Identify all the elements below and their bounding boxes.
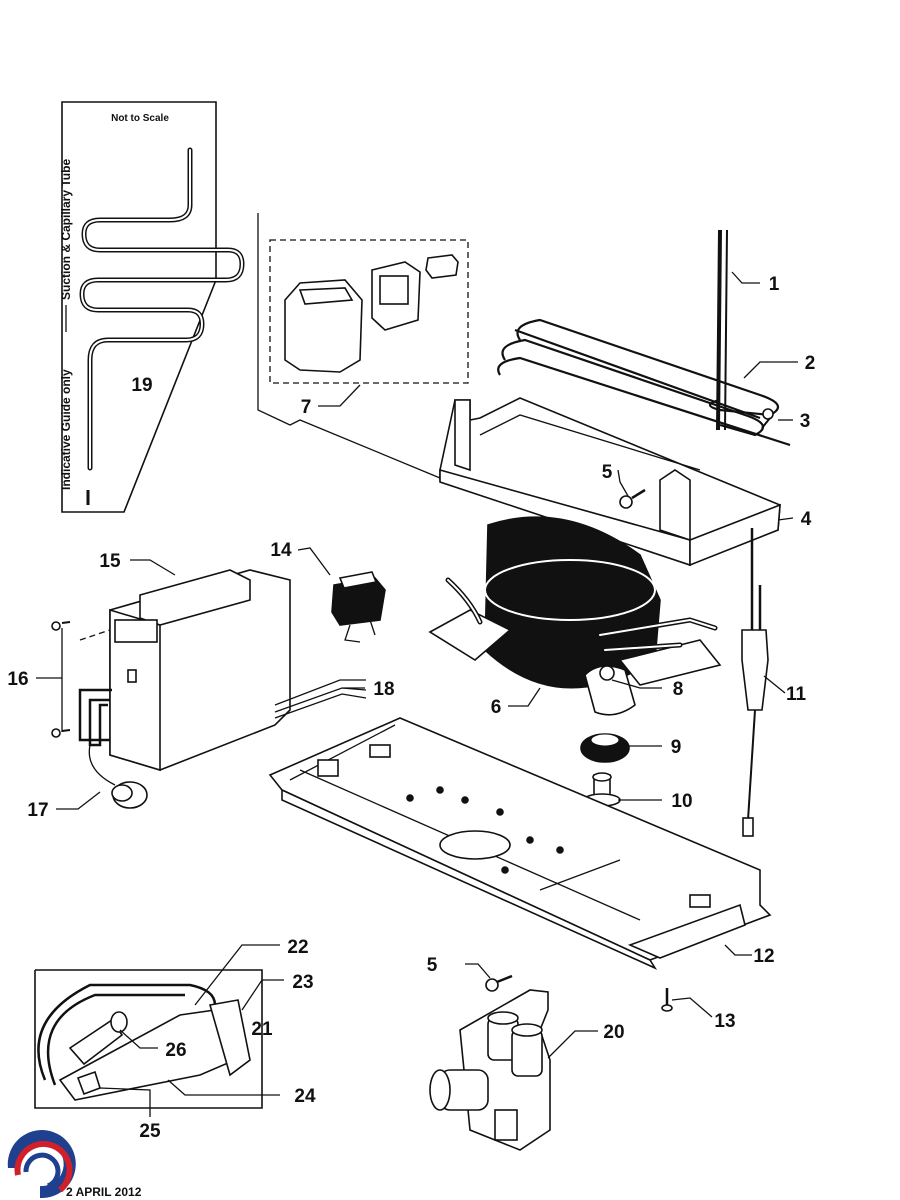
footer-date: 2 APRIL 2012 [66,1185,142,1199]
screw-3 [761,408,774,429]
callout-13: 13 [714,1011,735,1032]
callout-14: 14 [270,540,292,561]
grommet-clip-8 [584,665,636,716]
company-logo [7,1130,76,1199]
screw-5-bottom [485,974,513,992]
base-plate [268,717,772,970]
screw-13 [661,988,673,1012]
suction-capillary-tube-inset: Not to Scale Suction & Capillary Tube In… [59,101,245,513]
screw-5-top [619,488,646,509]
callout-18: 18 [373,679,394,700]
callout-8: 8 [673,679,684,700]
callout-2: 2 [805,353,816,374]
relay-14 [331,571,386,643]
grommet-9 [580,733,630,763]
defrost-heater-loop [497,318,791,447]
indicative-guide-label: Indicative Guide only [59,369,73,490]
callout-24: 24 [294,1086,316,1107]
wiring-harness-18 [274,679,367,719]
compressor [428,516,722,689]
sensor-17 [111,781,148,809]
callout-5-top: 5 [602,462,613,483]
leader-lines [36,271,798,1117]
suction-capillary-tube-label: Suction & Capillary Tube [59,159,73,300]
callout-15: 15 [99,551,121,572]
callout-10: 10 [671,791,692,812]
callout-22: 22 [287,937,308,958]
callout-12: 12 [753,946,774,967]
relay-overload-group [269,239,469,384]
callout-labels: 1 2 3 4 5 6 7 8 9 10 11 12 13 14 15 16 1… [7,274,815,1142]
callout-17: 17 [27,800,48,821]
callout-26: 26 [165,1040,186,1061]
not-to-scale-note: Not to Scale [111,113,169,124]
drain-heater-tube [716,229,728,431]
callout-23: 23 [292,972,313,993]
water-filter-group [34,969,263,1109]
callout-20: 20 [603,1022,624,1043]
callout-3: 3 [800,411,811,432]
callout-1: 1 [769,274,780,295]
compressor-tray [439,397,781,567]
callout-19: 19 [131,375,152,396]
callout-7: 7 [301,397,312,418]
heater-16 [51,621,116,786]
callout-4: 4 [801,509,812,530]
callout-5-bottom: 5 [427,955,438,976]
electronic-control-module [109,569,291,772]
callout-25: 25 [139,1121,161,1142]
callout-9: 9 [671,737,682,758]
callout-6: 6 [491,697,502,718]
callout-11: 11 [786,684,807,705]
water-valve [429,989,551,1151]
thermostat-probe [741,528,769,837]
callout-21: 21 [251,1019,273,1040]
callout-16: 16 [7,669,28,690]
